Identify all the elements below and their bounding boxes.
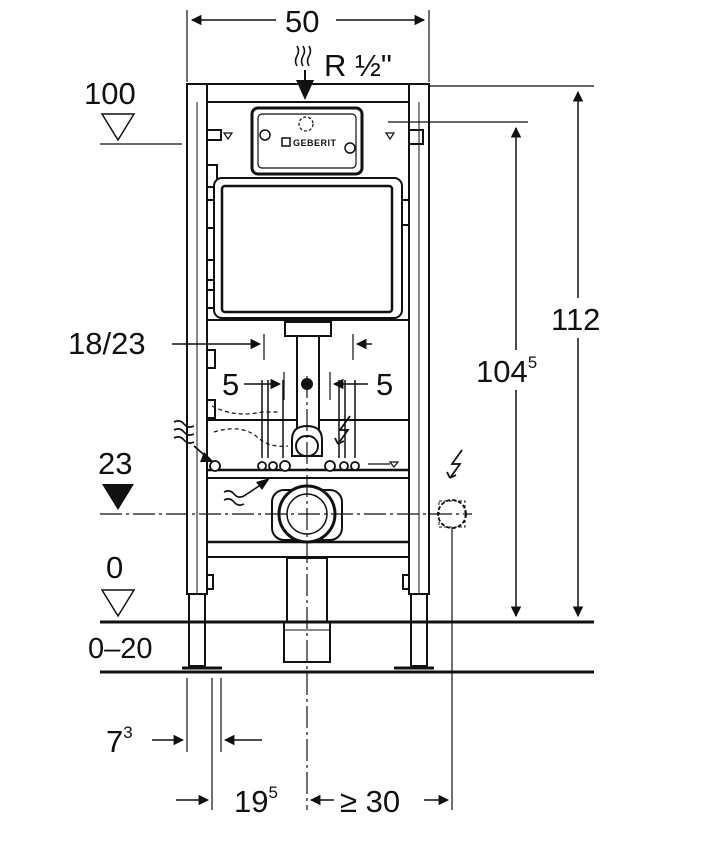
hidden-lines [211,405,289,447]
width-label: 50 [285,4,319,39]
supply-label: R ½" [324,48,392,83]
offset-left-label: 5 [222,367,239,402]
level-top-label: 100 [84,76,136,111]
foot-offset-label: 73 [106,723,133,759]
waste-flow-icon [223,483,263,506]
dim-height-total: 112 [429,85,606,618]
supply-marker: R ½" [294,45,392,100]
dim-height-inner: 1045 [388,121,554,618]
level-100: 100 [84,76,182,145]
dim-foot-offset: 73 [106,678,262,759]
min-distance-label: ≥ 30 [340,784,400,819]
center-lines [100,376,472,810]
floor-lines [100,620,594,674]
level-marker-icon [100,589,136,618]
mounting-points [209,460,360,472]
center-offset-label: 195 [234,783,278,819]
water-supply-icon [294,45,312,67]
floor-range-label: 0–20 [88,633,153,665]
level-mid-label: 23 [98,446,132,481]
arrow-head [256,478,270,490]
brand-logo: GEBERIT [293,138,337,148]
arrow-head [200,452,214,462]
electric-icon [334,415,351,445]
dim-center-offset: 195 [176,678,278,819]
dim-spacing: 18/23 [68,326,372,361]
height-inner-label: 1045 [476,353,537,389]
level-0: 0 0–20 [88,550,153,665]
level-marker-icon [100,113,136,142]
supply-hoses [261,380,356,458]
level-marker-icon [102,484,134,510]
level-23: 23 [98,446,134,510]
flush-plate: GEBERIT [250,106,364,176]
cistern [213,177,403,319]
electric-icon [446,449,463,479]
dim-offsets: 5 5 [222,367,393,402]
dim-width: 50 [186,4,430,82]
dim-min-distance: ≥ 30 [309,784,450,819]
level-ticks [222,132,400,468]
spacing-label: 18/23 [68,326,146,361]
electric-box [437,499,467,810]
offset-right-label: 5 [376,367,393,402]
level-zero-label: 0 [106,550,123,585]
height-total-label: 112 [551,302,600,337]
